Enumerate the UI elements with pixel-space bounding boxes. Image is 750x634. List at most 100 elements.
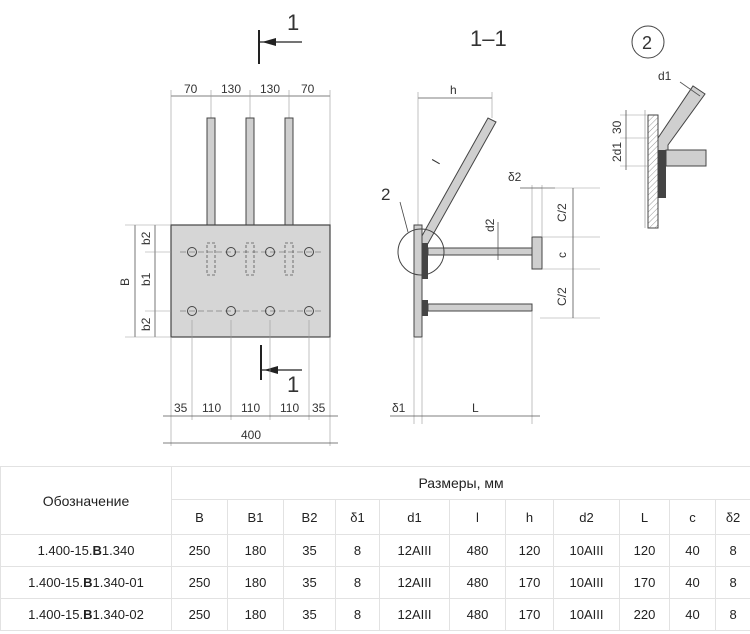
table-cell: 35 [283,598,336,631]
table-cell: 180 [227,534,284,567]
table-cell: 120 [619,534,670,567]
table-cell: 8 [714,598,750,631]
section-title: 1–1 [470,26,507,51]
plan-view: 1 70 130 130 70 [118,10,338,446]
table-cell: 35 [283,566,336,599]
table-cell: 480 [449,566,506,599]
table-row: 1.400-15.В1.340-02 250 180 35 8 12AIII 4… [0,598,750,631]
column-header: δ2 [714,499,750,535]
sizes-header: Размеры, мм [170,466,750,500]
embedded-plate [170,224,331,338]
column-header: l [449,499,506,535]
table-cell: 10AIII [553,534,620,567]
top-dim-4: 70 [301,82,315,96]
technical-drawing: 1 70 130 130 70 [118,10,707,446]
top-dim-3: 130 [260,82,280,96]
table-row: 1.400-15.В1.340 250 180 35 8 12AIII 480 … [0,534,750,567]
label-30: 30 [610,120,624,134]
table-cell: 120 [505,534,554,567]
detail-mark-circle [631,25,665,59]
label-c-half-bottom: C/2 [555,287,569,306]
label-L: L [472,401,479,415]
table-cell: 12AIII [379,566,450,599]
table-cell: 8 [335,598,380,631]
arrow-left-icon [262,38,276,46]
section-mark-top: 1 [287,10,299,35]
table-cell: 40 [669,598,716,631]
table-cell: 170 [505,598,554,631]
arrow-left-icon [264,366,278,374]
column-header: h [505,499,554,535]
label-b2-top: b2 [139,231,153,245]
bottom-dim-1: 35 [174,401,188,415]
table-cell: 40 [669,566,716,599]
label-c-half-top: C/2 [555,203,569,222]
label-d1: d1 [658,69,672,83]
table-cell: 180 [227,598,284,631]
table-row: 1.400-15.В1.340-01 250 180 35 8 12AIII 4… [0,566,750,599]
designation-cell: 1.400-15.В1.340-01 [0,566,172,599]
column-header: B1 [227,499,284,535]
column-header: d1 [379,499,450,535]
column-header: δ1 [335,499,380,535]
table-cell: 12AIII [379,534,450,567]
label-delta1: δ1 [392,401,406,415]
washer-plate [531,236,543,270]
bottom-dim-4: 110 [280,401,299,415]
plate-section [413,224,423,338]
designation-header: Обозначение [0,466,172,535]
label-2d1: 2d1 [610,142,624,162]
detail-callout: 2 [381,185,390,204]
label-B: B [118,278,132,286]
anchor-bar [284,117,294,226]
column-header: B2 [283,499,336,535]
table-cell: 10AIII [553,598,620,631]
detail-view: 2 d1 30 2d1 [610,25,707,229]
label-c: c [555,252,569,258]
bent-bar-detail [657,85,706,161]
weld-detail [658,150,666,198]
bar-detail [665,149,707,167]
top-dim-2: 130 [221,82,241,96]
column-header: L [619,499,670,535]
table-cell: 8 [335,566,380,599]
column-header: c [669,499,716,535]
bottom-dim-2: 110 [202,401,221,415]
table-cell: 180 [227,566,284,599]
table-cell: 8 [714,534,750,567]
table-cell: 10AIII [553,566,620,599]
total-width: 400 [241,428,261,442]
anchor-bar [245,117,255,226]
dimensions-table: Обозначение Размеры, мм B B1 B2 δ1 d1 l … [0,466,750,631]
anchor-bar [206,117,216,226]
detail-mark: 2 [642,33,652,53]
label-d2: d2 [483,218,497,232]
table-cell: 480 [449,598,506,631]
horizontal-bar [427,303,533,312]
weld [422,243,428,279]
table-cell: 170 [619,566,670,599]
section-view: 1–1 h l 2 δ2 d2 C/2 [381,26,600,424]
label-b1: b1 [139,272,153,286]
table-cell: 250 [171,566,228,599]
table-cell: 250 [171,534,228,567]
plate-detail [647,114,659,229]
table-cell: 220 [619,598,670,631]
label-b2-bottom: b2 [139,317,153,331]
detail-circle [397,228,445,276]
bottom-dim-3: 110 [241,401,260,415]
designation-cell: 1.400-15.В1.340-02 [0,598,172,631]
label-delta2: δ2 [508,170,522,184]
table-cell: 170 [505,566,554,599]
table-cell: 12AIII [379,598,450,631]
label-l: l [429,157,442,166]
section-mark-bottom: 1 [287,372,299,397]
table-cell: 8 [335,534,380,567]
column-header: B [171,499,228,535]
top-dim-1: 70 [184,82,198,96]
table-cell: 480 [449,534,506,567]
table-cell: 35 [283,534,336,567]
table-cell: 8 [714,566,750,599]
label-h: h [450,83,457,97]
table-cell: 40 [669,534,716,567]
